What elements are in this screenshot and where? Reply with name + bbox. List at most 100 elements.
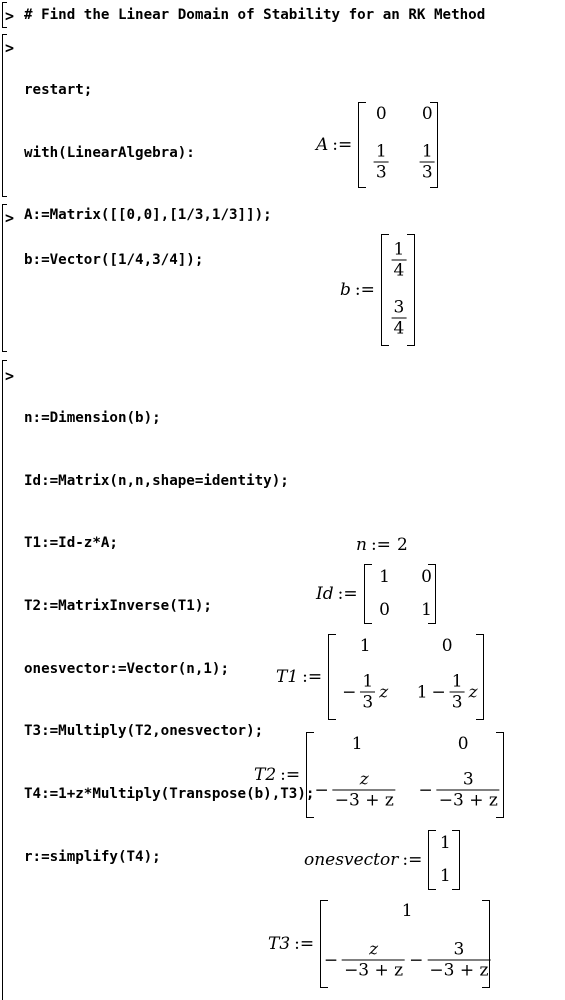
cell-bracket-comment[interactable] (2, 2, 7, 28)
input-line[interactable]: T4:=1+z*Multiply(Transpose(b),T3); (24, 786, 315, 803)
frac-den: −3 + z (427, 959, 491, 981)
matrix-entry: 0 (421, 104, 433, 124)
frac-num: 1 (393, 239, 405, 260)
input-line[interactable]: with(LinearAlgebra): (24, 144, 195, 161)
input-line[interactable]: r:=simplify(T4); (24, 848, 161, 865)
matrix-entry: 0 (421, 567, 433, 587)
frac-den: −3 + z (436, 789, 500, 811)
frac-num: 3 (393, 297, 405, 318)
assign-op: := (354, 280, 375, 300)
cell-bracket-3[interactable] (2, 360, 7, 1000)
input-line[interactable]: T1:=Id-z*A; (24, 535, 118, 552)
frac-num: 1 (375, 141, 387, 162)
input-line[interactable]: T3:=Multiply(T2,onesvector); (24, 723, 264, 740)
matrix-entry: − z−3 + z (310, 769, 396, 811)
assign-op: := (402, 850, 423, 870)
input-line[interactable]: T2:=MatrixInverse(T1); (24, 597, 212, 614)
output-lhs: T3 (268, 934, 291, 954)
output-value: 2 (396, 535, 408, 555)
input-line[interactable]: A:=Matrix([[0,0],[1/3,1/3]]); (24, 207, 272, 224)
assign-op: := (332, 135, 353, 155)
frac-num: 3 (453, 939, 465, 960)
term: 1 (416, 682, 428, 702)
frac-num: 1 (451, 671, 463, 692)
frac-num: 1 (421, 141, 433, 162)
minus-sign: − (431, 682, 446, 702)
matrix-entry: 0 (441, 636, 453, 656)
output-lhs: b (340, 280, 351, 300)
output-lhs: T1 (276, 667, 299, 687)
vector-entry: − z−3 + z − 3−3 + z (320, 940, 491, 981)
output-lhs: Id (316, 584, 334, 604)
output-lhs: A (316, 135, 329, 155)
frac-num: 3 (462, 769, 474, 790)
output-lhs: n (356, 535, 367, 555)
matrix-T2: 1 0 − z−3 + z − 3−3 + z (306, 732, 505, 818)
cell-bracket-2[interactable] (2, 204, 7, 352)
vector-onesvector: 1 1 (428, 830, 461, 890)
output-n: n := 2 (356, 534, 408, 556)
frac-num: 1 (362, 671, 374, 692)
minus-sign: − (342, 682, 357, 702)
frac-den: 3 (373, 161, 389, 183)
output-lhs: T2 (254, 765, 277, 785)
frac-num: z (359, 769, 369, 790)
assign-op: := (280, 765, 301, 785)
output-Id: Id := 1 0 0 1 (316, 564, 436, 624)
output-T3: T3 := 1 − z−3 + z − 3−3 + z (268, 900, 491, 988)
minus-sign: − (418, 780, 433, 800)
frac-den: 3 (449, 691, 465, 713)
assign-op: := (302, 667, 323, 687)
variable: z (468, 682, 478, 702)
input-region-3[interactable]: n:=Dimension(b); Id:=Matrix(n,n,shape=id… (24, 366, 314, 889)
comment-text[interactable]: # Find the Linear Domain of Stability fo… (24, 7, 486, 23)
vector-entry: 1 (439, 866, 451, 886)
input-prompt: > (5, 209, 15, 227)
input-line[interactable]: b:=Vector([1/4,3/4]); (24, 251, 204, 268)
frac-num: z (369, 939, 379, 960)
matrix-entry: 1 (421, 600, 433, 620)
input-prompt: > (5, 367, 15, 385)
matrix-entry: 1 (379, 567, 391, 587)
input-region-2[interactable]: b:=Vector([1/4,3/4]); (24, 208, 203, 292)
matrix-entry: 0 (457, 734, 469, 754)
assign-op: := (337, 584, 358, 604)
input-line[interactable]: Id:=Matrix(n,n,shape=identity); (24, 472, 289, 489)
frac-den: 4 (391, 259, 407, 281)
cell-bracket-1[interactable] (2, 34, 7, 197)
frac-den: −3 + z (332, 789, 396, 811)
input-line[interactable]: restart; (24, 81, 93, 98)
frac-den: −3 + z (342, 959, 406, 981)
variable: z (379, 682, 389, 702)
vector-entry: 1 (401, 901, 413, 921)
assign-op: := (370, 535, 391, 555)
input-prompt: > (5, 7, 15, 25)
minus-sign: − (314, 780, 329, 800)
matrix-entry: 0 (375, 104, 387, 124)
frac-den: 3 (360, 691, 376, 713)
input-line[interactable]: onesvector:=Vector(n,1); (24, 660, 229, 677)
minus-sign: − (323, 950, 339, 970)
input-region-1[interactable]: restart; with(LinearAlgebra): A:=Matrix(… (24, 38, 272, 247)
frac-den: 3 (419, 161, 435, 183)
minus-sign: − (409, 950, 424, 970)
input-prompt: > (5, 39, 15, 57)
output-lhs: onesvector (304, 850, 399, 870)
matrix-entry: 1 (351, 734, 363, 754)
input-line[interactable]: n:=Dimension(b); (24, 409, 161, 426)
vector-T3: 1 − z−3 + z − 3−3 + z (320, 900, 491, 988)
matrix-Id: 1 0 0 1 (363, 564, 436, 624)
assign-op: := (294, 934, 315, 954)
output-onesvector: onesvector := 1 1 (304, 830, 461, 890)
